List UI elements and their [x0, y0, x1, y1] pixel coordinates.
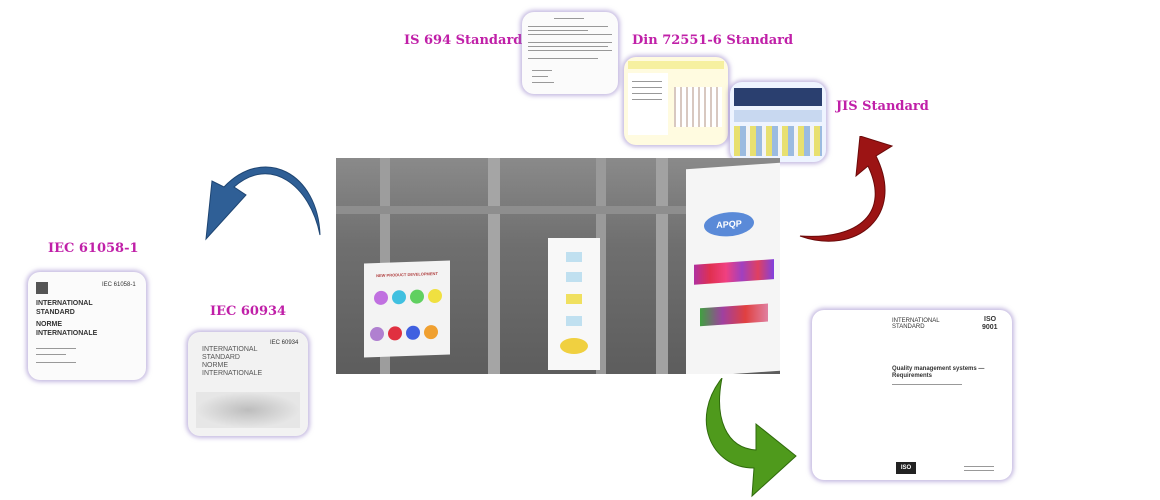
jis-label: JIS Standard: [836, 99, 929, 114]
din-document[interactable]: [624, 57, 728, 145]
iso-logo: ISO: [896, 462, 916, 474]
blue-arrow-icon: [205, 166, 321, 241]
iso-doc-iso: ISO: [984, 316, 997, 323]
iso-doc-title: Quality management systems —: [892, 366, 985, 372]
iso9001-document[interactable]: INTERNATIONAL STANDARD ISO 9001 Quality …: [812, 310, 1012, 480]
iec60934-document[interactable]: IEC 60934 INTERNATIONAL STANDARD NORME I…: [188, 332, 308, 436]
red-arrow-icon: [799, 136, 894, 242]
is694-label: IS 694 Standard: [404, 33, 523, 48]
iso-doc-title2: Requirements: [892, 373, 933, 379]
green-arrow-icon: [705, 378, 797, 498]
iso-doc-line2: STANDARD: [892, 324, 925, 330]
iec61058-document[interactable]: IEC 61058-1 INTERNATIONAL STANDARD NORME…: [28, 272, 146, 380]
iec60934-label: IEC 60934: [210, 304, 287, 319]
iec61058-doc-line2: STANDARD: [36, 309, 75, 316]
iso-doc-number: 9001: [982, 324, 998, 331]
poster-new-product-development: NEW PRODUCT DEVELOPMENT: [364, 260, 450, 358]
is694-document[interactable]: [522, 12, 618, 94]
jis-document[interactable]: [730, 82, 826, 162]
center-photo: NEW PRODUCT DEVELOPMENT APQP: [336, 158, 780, 374]
iec60934-doc-number: IEC 60934: [270, 340, 299, 346]
iec61058-doc-line4: INTERNATIONALE: [36, 330, 98, 337]
iec60934-doc-line1: INTERNATIONAL: [202, 346, 258, 353]
iso-doc-line1: INTERNATIONAL: [892, 318, 940, 324]
iec61058-doc-number: IEC 61058-1: [102, 282, 136, 288]
din-label: Din 72551-6 Standard: [632, 33, 794, 48]
iec60934-doc-line4: INTERNATIONALE: [202, 370, 263, 377]
poster-flowchart: [548, 238, 600, 370]
iec61058-doc-line3: NORME: [36, 321, 63, 328]
iec61058-label: IEC 61058-1: [48, 241, 139, 256]
iec61058-doc-line1: INTERNATIONAL: [36, 300, 93, 307]
iec60934-doc-line3: NORME: [202, 362, 229, 369]
iec60934-doc-line2: STANDARD: [202, 354, 240, 361]
poster-apqp: APQP: [686, 162, 780, 374]
